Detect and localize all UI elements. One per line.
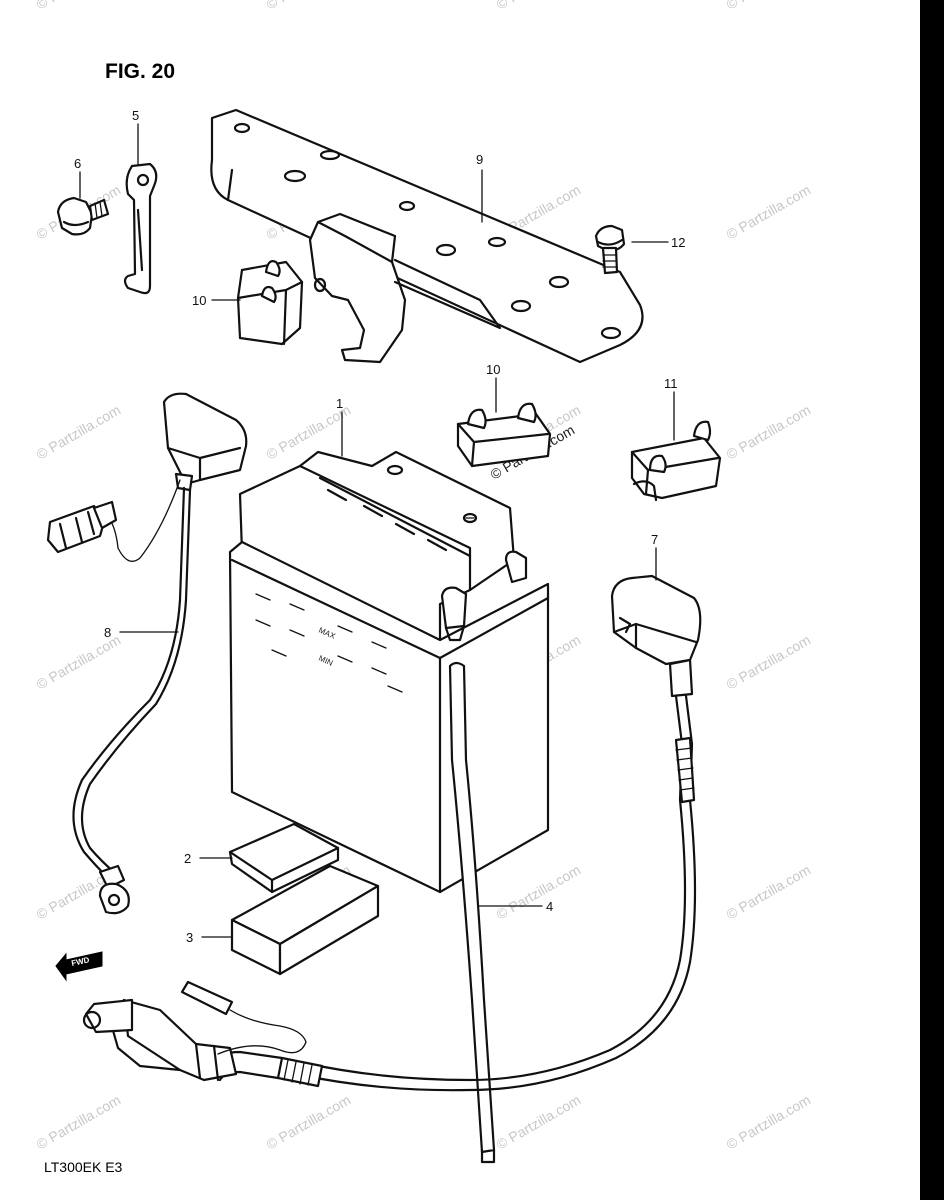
callout-3: 3: [186, 930, 193, 945]
part-10-cushion-right: [456, 402, 552, 468]
callout-12: 12: [671, 235, 685, 250]
watermark-text: © Partzilla.com: [264, 0, 354, 13]
watermark-text: © Partzilla.com: [724, 182, 814, 243]
callout-10-right: 10: [486, 362, 500, 377]
watermark-text: © Partzilla.com: [724, 1092, 814, 1153]
callout-1: 1: [336, 396, 343, 411]
part-6-bolt: [56, 196, 110, 236]
figure-title: FIG. 20: [105, 60, 175, 83]
part-12-bolt: [594, 224, 626, 275]
watermark-text: © Partzilla.com: [724, 0, 814, 13]
part-2-pad: [228, 822, 340, 894]
watermark-text: © Partzilla.com: [494, 1092, 584, 1153]
callout-6: 6: [74, 156, 81, 171]
callout-4: 4: [546, 899, 553, 914]
part-10-cushion-left: [236, 260, 304, 346]
callout-9: 9: [476, 152, 483, 167]
fwd-label: FWD: [71, 955, 91, 968]
callout-2: 2: [184, 851, 191, 866]
callout-10-left: 10: [192, 293, 206, 308]
callout-11: 11: [664, 376, 678, 391]
callout-layer: 5 6 9 12 10 10 11 1 7 8 2 3 4: [74, 108, 685, 945]
part-3-spacer: [230, 864, 380, 976]
watermark-text: © Partzilla.com: [494, 0, 584, 13]
callout-5: 5: [132, 108, 139, 123]
part-7-positive-lead: [82, 574, 702, 1092]
watermark-text: © Partzilla.com: [264, 1092, 354, 1153]
watermark-text: © Partzilla.com: [34, 0, 124, 13]
model-code: LT300EK E3: [44, 1159, 123, 1175]
part-4-breather-hose: [448, 661, 496, 1164]
watermark-text: © Partzilla.com: [34, 402, 124, 463]
part-5-stay-plate: [123, 162, 158, 295]
part-1-battery: MAX MIN: [228, 450, 550, 894]
watermark-text: © Partzilla.com: [724, 402, 814, 463]
part-9-battery-bracket: [210, 108, 644, 364]
callout-8: 8: [104, 625, 111, 640]
callout-7: 7: [651, 532, 658, 547]
watermark-text: © Partzilla.com: [34, 1092, 124, 1153]
scan-edge: [920, 0, 944, 1200]
watermark-text: © Partzilla.com: [724, 632, 814, 693]
part-8-negative-lead: [46, 392, 248, 915]
watermark-text: © Partzilla.com: [494, 862, 584, 923]
watermark-text: © Partzilla.com: [724, 862, 814, 923]
forward-direction-arrow: FWD: [55, 951, 103, 982]
part-11-cushion: [630, 420, 722, 502]
watermark-text: © Partzilla.com: [34, 632, 124, 693]
